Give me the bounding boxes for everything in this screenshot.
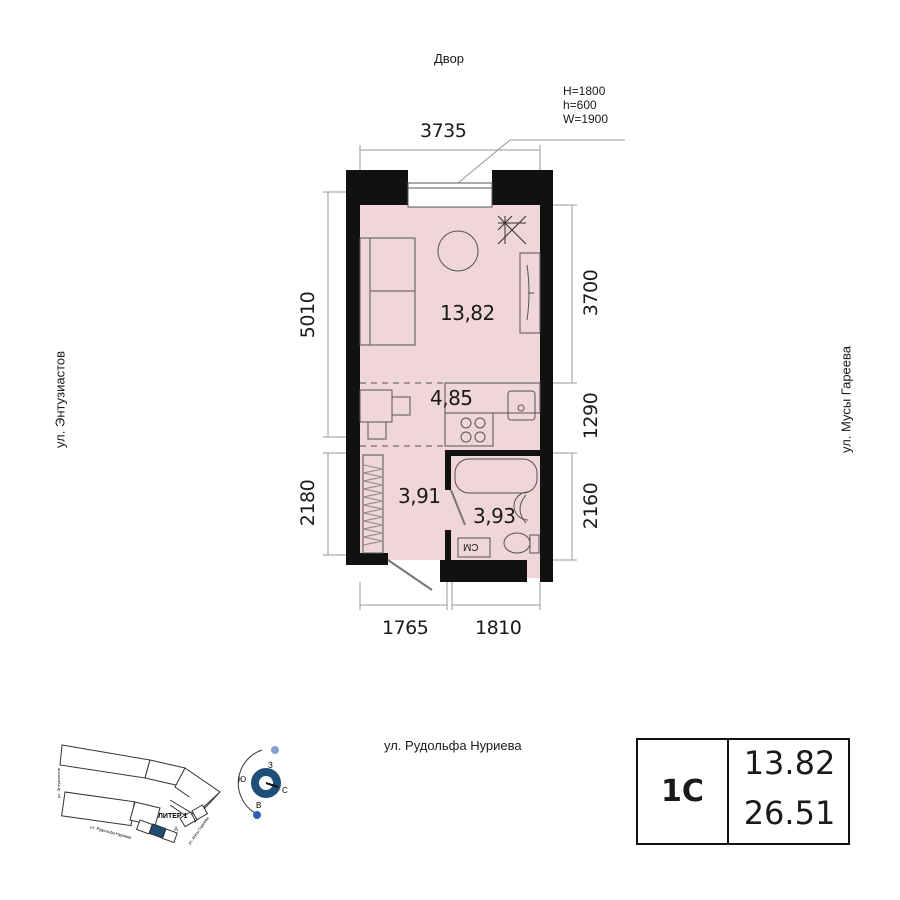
minimap-street-1: ул. Энтузиастов [56,768,61,798]
compass-west: З [268,761,273,770]
window-spec: H=1800 h=600 W=1900 [563,84,608,126]
dim-top: 3735 [420,120,467,142]
apartment-info: 1С 13.82 26.51 [636,738,850,845]
window-height: H=1800 [563,84,606,98]
dim-right-lower: 2160 [580,482,602,530]
sink [507,390,536,421]
building-sections [135,804,209,844]
sun-icon [271,746,279,754]
table-round [437,230,479,272]
label-courtyard: Двор [434,51,465,66]
floor-plan [323,139,625,610]
dim-right-middle: 1290 [580,392,602,440]
area-bathroom: 3,93 [473,504,516,528]
tv-stand [519,252,541,334]
dimension-lines [323,139,625,610]
apartment-type: 1С [638,740,729,843]
window-width: W=1900 [563,112,609,126]
area-hall: 3,91 [398,484,441,508]
washing-machine [457,537,491,558]
compass-south: Ю [238,775,246,784]
compass-arc [237,749,263,814]
window-sill-height: h=600 [563,98,597,112]
stove [444,412,494,447]
washer-label: СМ [463,541,479,552]
compass-north: С [282,786,288,795]
walls [346,170,553,582]
dim-left-lower: 2180 [297,479,319,527]
compass-east: В [256,801,261,810]
area-kitchen: 4,85 [430,386,473,410]
label-street-bottom: ул. Рудольфа Нуриева [384,738,522,753]
dim-left-upper: 5010 [297,291,319,339]
area-living: 13,82 [440,301,495,325]
sun-icon [253,811,261,819]
minimap-section-a: А [174,827,179,833]
window [407,182,493,208]
furniture [359,215,541,591]
minimap-street-2: ул. Рудольфа Нуриева [90,824,133,840]
minimap-title: ЛИТЕР 1 [158,813,188,820]
site-minimap: ЛИТЕР 1 ул. Энтузиастов ул. Рудольфа Нур… [56,744,288,846]
living-area: 13.82 [743,744,836,782]
minimap-section-b: Б [160,822,164,828]
bathtub [454,458,538,494]
compass-ring [251,768,281,798]
wardrobe [362,454,384,554]
dim-right-upper: 3700 [580,269,602,317]
total-area: 26.51 [743,794,836,832]
dim-bottom-right: 1810 [475,617,522,639]
dim-bottom-left: 1765 [382,617,429,639]
